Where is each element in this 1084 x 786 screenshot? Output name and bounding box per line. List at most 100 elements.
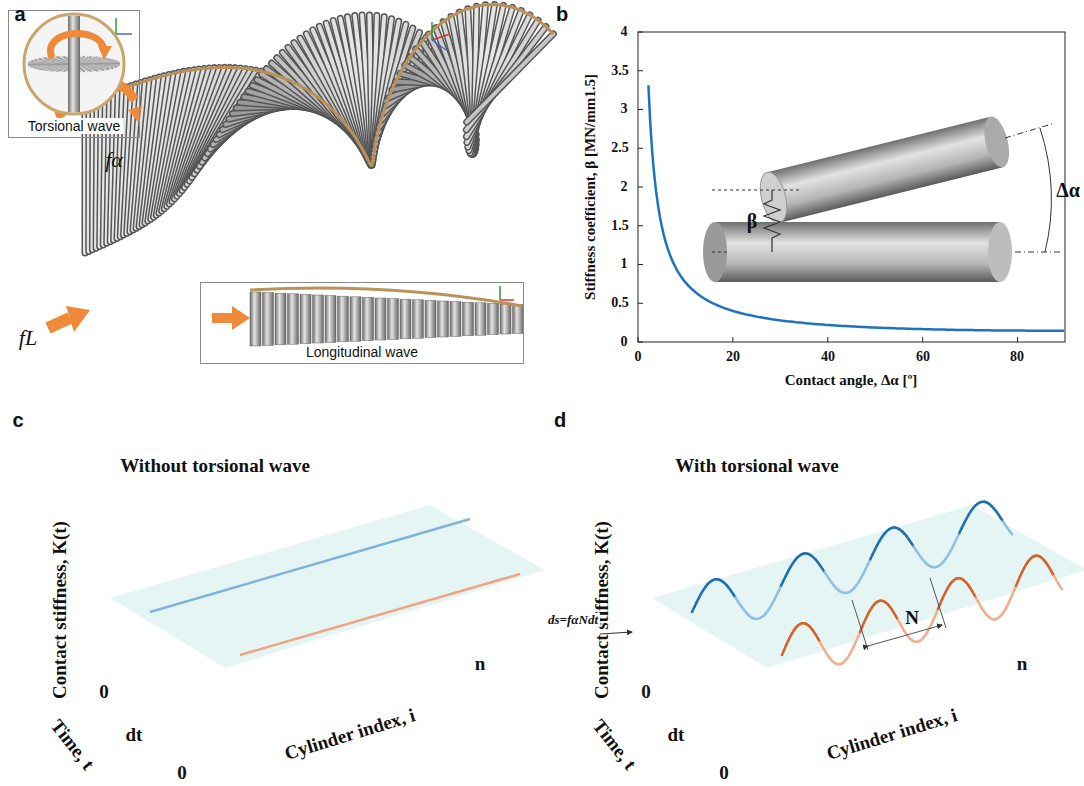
tick-label: 2.5	[611, 140, 629, 155]
tick	[638, 225, 643, 226]
tick-label: 3.5	[611, 63, 629, 78]
row-cylinder	[425, 300, 436, 337]
tick	[638, 342, 643, 343]
force-label: fα	[105, 148, 123, 172]
row-cylinder	[513, 305, 524, 334]
connecting-band	[85, 5, 553, 166]
axis-label: dt	[126, 725, 143, 746]
row-cylinder	[250, 292, 261, 346]
row-cylinder	[288, 294, 299, 344]
inset-symbol: β	[747, 210, 758, 232]
panel-title: With torsional wave	[675, 456, 838, 477]
stiffness-line-orange	[240, 574, 520, 655]
row-cylinder	[488, 303, 499, 334]
row-cylinder	[388, 299, 399, 340]
longitudinal-force-arrow	[48, 318, 70, 328]
tick	[1017, 337, 1018, 342]
tick	[732, 337, 733, 342]
axis-label: n	[475, 654, 486, 675]
row-cylinder	[375, 298, 386, 340]
coordinate-axes	[116, 18, 514, 300]
tick-label: 60	[916, 349, 930, 364]
panel-letter: b	[556, 3, 568, 25]
tick-label: 1.5	[611, 218, 629, 233]
tick-label: 1	[621, 256, 628, 271]
inset-caption: Torsional wave	[25, 118, 124, 134]
tick	[638, 70, 643, 71]
row-cylinder	[400, 299, 411, 339]
tick	[638, 264, 643, 265]
cylinder-chain	[85, 5, 553, 254]
row-cylinder	[275, 293, 286, 345]
axis-title: Stiffness coefficient, β [MN/mm1.5]	[582, 74, 599, 300]
axis-label: Cylinder index, i	[824, 705, 960, 765]
plane-c	[110, 505, 545, 668]
tick	[638, 187, 643, 188]
row-cylinder	[300, 294, 311, 343]
period-dimension	[852, 578, 946, 650]
row-cylinder	[450, 302, 461, 337]
tick	[638, 109, 643, 110]
torsional-inset-art	[24, 14, 124, 114]
tick	[827, 337, 828, 342]
axis-label: Time, t	[588, 716, 640, 774]
tick-label: 2	[621, 179, 628, 194]
cylinder	[467, 34, 554, 122]
axis-label: n	[1017, 654, 1028, 675]
wave-segment	[1060, 586, 1062, 589]
tick	[638, 148, 643, 149]
annotation: N	[905, 608, 919, 629]
stiffness-waves	[692, 502, 1062, 665]
row-cylinder	[263, 293, 274, 346]
panel-letter: c	[12, 409, 23, 431]
row-cylinder	[500, 304, 511, 334]
inset-box: Torsional wave	[8, 10, 140, 138]
axis-label: Contact stiffness, K(t)	[50, 521, 71, 699]
axis-label: 0	[99, 682, 109, 703]
tick-label: 3	[621, 101, 628, 116]
annotation: ds=fαNdt	[546, 613, 600, 627]
axis-label: 0	[641, 682, 651, 703]
axis-label: 0	[719, 763, 729, 784]
axis-label: 0	[177, 763, 187, 784]
tick-label: 0.5	[611, 295, 629, 310]
row-cylinder	[363, 297, 374, 340]
row-cylinder	[413, 300, 424, 338]
inset-caption: Longitudinal wave	[303, 344, 421, 360]
tick	[638, 32, 643, 33]
row-cylinder	[338, 296, 349, 342]
axis-label: Contact stiffness, K(t)	[592, 521, 613, 699]
row-cylinder	[463, 302, 474, 336]
wave-segment	[1010, 531, 1012, 534]
tick	[638, 337, 639, 342]
row-cylinder	[438, 301, 449, 337]
axis-label: Cylinder index, i	[282, 705, 418, 765]
panel-title: Without torsional wave	[120, 456, 310, 477]
axis-title: Contact angle, Δα [º]	[785, 372, 918, 389]
tick-label: 20	[726, 349, 740, 364]
stiffness-line-blue	[150, 519, 470, 612]
row-cylinder	[325, 296, 336, 343]
tick-label: 80	[1010, 349, 1024, 364]
tick-label: 0	[621, 334, 628, 349]
force-label: fL	[19, 326, 37, 350]
longitudinal-arrowhead	[66, 306, 90, 332]
tick-label: 0	[635, 349, 642, 364]
axis-label: dt	[668, 725, 685, 746]
plane-d	[652, 505, 1084, 668]
tick	[922, 337, 923, 342]
connecting-band	[250, 288, 522, 306]
inset-box: Longitudinal wave	[200, 282, 524, 364]
axis-label: Time, t	[46, 716, 98, 774]
longitudinal-inset-art	[212, 288, 524, 346]
tick-label: 40	[821, 349, 835, 364]
row-cylinder	[475, 303, 486, 335]
panel-letter: a	[14, 3, 25, 25]
tick	[638, 303, 643, 304]
tick-label: 4	[621, 24, 628, 39]
row-cylinder	[313, 295, 324, 343]
row-cylinder	[350, 297, 361, 341]
stiffness-plot	[638, 32, 1065, 342]
